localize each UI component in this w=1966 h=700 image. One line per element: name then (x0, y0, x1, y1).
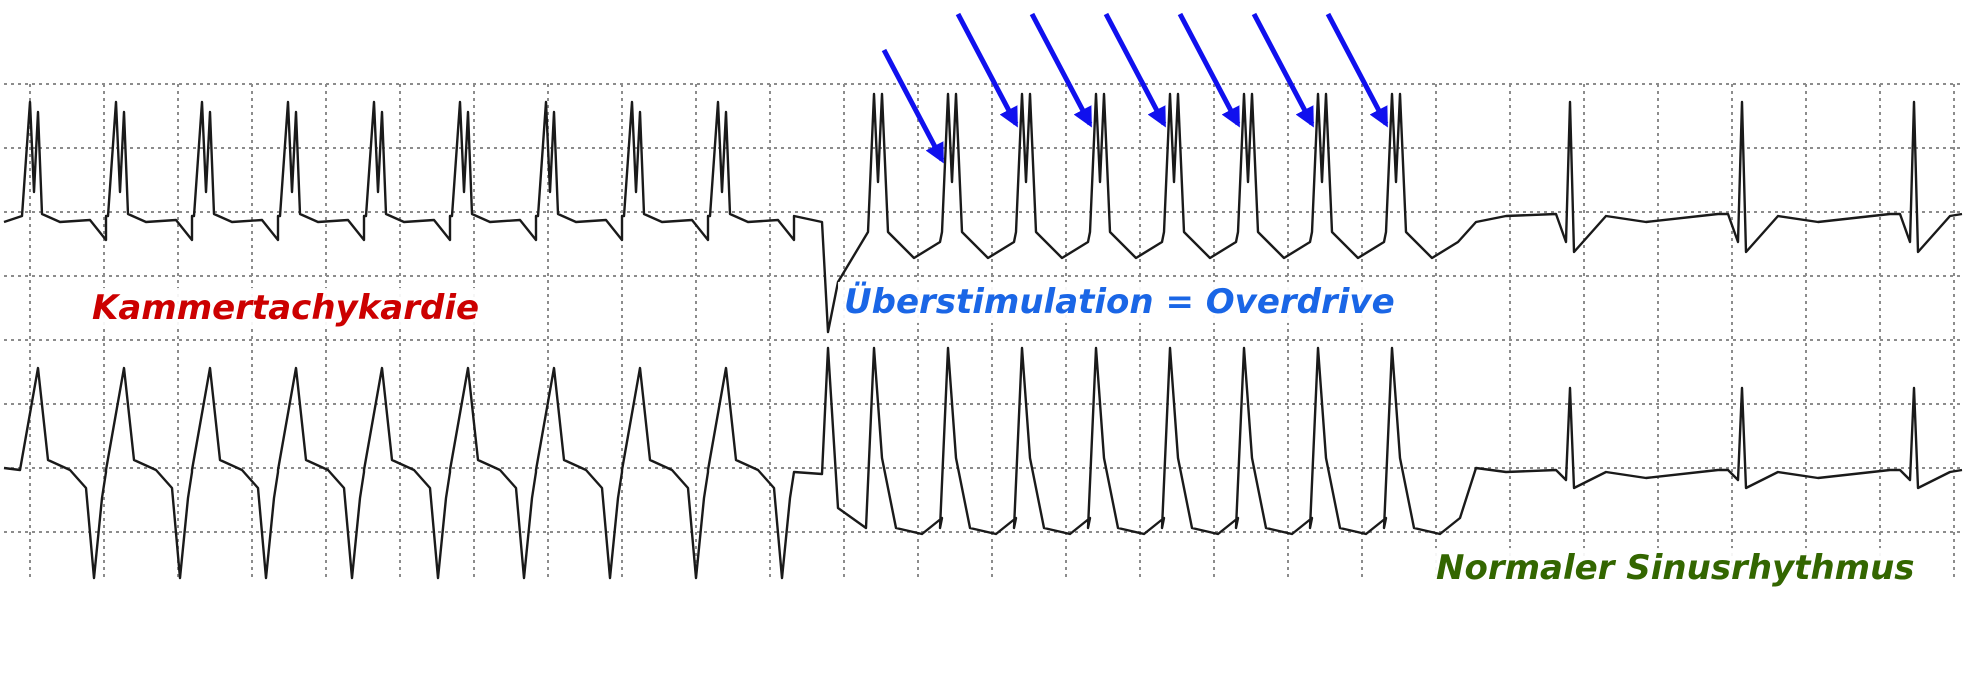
ecg-trace-bottom (3, 346, 1963, 580)
label-normal-sinus-rhythm: Normaler Sinusrhythmus (1430, 548, 1921, 589)
pacing-arrow (1029, 12, 1093, 128)
label-ventricular-tachycardia: Kammertachykardie (86, 288, 486, 329)
label-overdrive-pacing: Überstimulation = Overdrive (838, 282, 1401, 323)
ecg-grid (4, 83, 1962, 578)
pacing-arrows (881, 12, 1389, 164)
pacing-arrow (1177, 12, 1241, 128)
ecg-trace-top (3, 92, 1963, 334)
pacing-arrow (1103, 12, 1167, 128)
pacing-arrow (881, 48, 945, 164)
pacing-arrow (1251, 12, 1315, 128)
ecg-traces (3, 92, 1963, 580)
pacing-arrow (955, 12, 1019, 128)
pacing-arrow (1325, 12, 1389, 128)
